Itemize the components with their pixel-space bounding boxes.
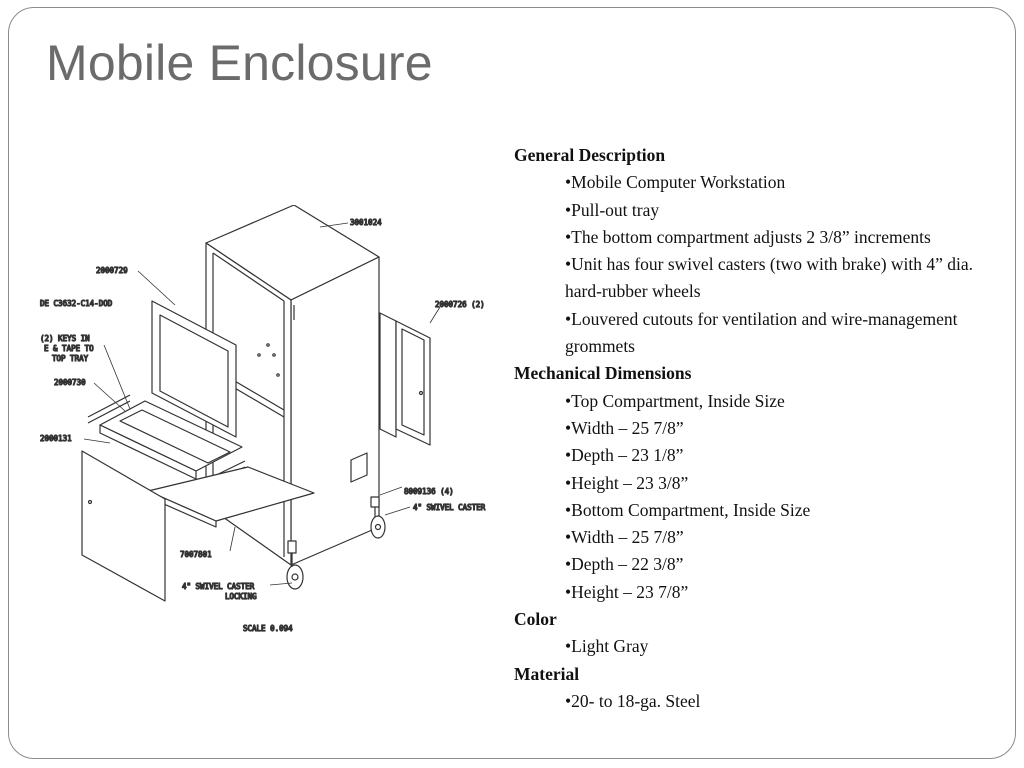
label-scale: SCALE 0.094 [243,624,293,633]
label-2000131: 2000131 [40,434,72,443]
label-locking-caster-1: 4" SWIVEL CASTER [182,582,255,591]
label-keys-3: TOP TRAY [52,354,89,363]
list-item: Mobile Computer Workstation [514,169,1014,196]
label-2000729: 2000729 [96,266,128,275]
list-item: Width – 25 7/8” [514,415,1014,442]
list-item: Depth – 22 3/8” [514,551,1014,578]
general-description-heading: General Description [514,145,666,165]
material-heading: Material [514,663,580,684]
color-heading: Color [514,609,557,630]
list-item: Top Compartment, Inside Size [514,388,1014,415]
label-keys-1: (2) KEYS IN [40,334,90,343]
bottom-door [81,450,166,602]
spec-content: General Description Mobile Computer Work… [514,142,1014,715]
leader-lines [83,222,441,586]
enclosure-drawing: 3001024 2000729 DE C3632-C14-DOD (2) KEY… [30,205,510,645]
slide-title: Mobile Enclosure [46,35,433,91]
list-item: 20- to 18-ga. Steel [514,688,1014,715]
label-2000730: 2000730 [54,378,86,387]
list-item: Pull-out tray [514,197,1014,224]
list-item: Depth – 23 1/8” [514,442,1014,469]
list-item: Height – 23 3/8” [514,470,1014,497]
mechanical-dimensions-heading: Mechanical Dimensions [514,363,692,384]
label-swivel-caster: 4" SWIVEL CASTER [413,503,486,512]
label-locking-caster-2: LOCKING [225,592,257,601]
side-doors [379,312,431,446]
list-item: Light Gray [514,633,1014,660]
casters [286,496,386,590]
list-item: Louvered cutouts for ventilation and wir… [514,306,1014,361]
list-item: Height – 23 7/8” [514,579,1014,606]
label-de-code: DE C3632-C14-DOD [40,299,113,308]
list-item: Bottom Compartment, Inside Size [514,497,1014,524]
label-keys-2: E & TAPE TO [44,344,94,353]
list-item: Unit has four swivel casters (two with b… [514,251,1014,306]
label-7007801: 7007801 [180,550,212,559]
top-door [151,300,237,438]
label-3001024: 3001024 [350,218,382,227]
list-item: The bottom compartment adjusts 2 3/8” in… [514,224,1014,251]
label-2000726: 2000726 (2) [435,300,485,309]
list-item: Width – 25 7/8” [514,524,1014,551]
label-8009136: 8009136 (4) [404,487,454,496]
